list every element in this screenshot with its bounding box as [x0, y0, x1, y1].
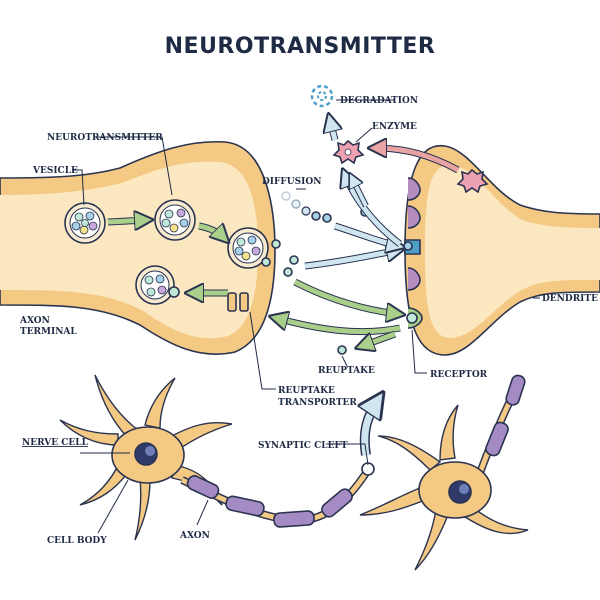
label-diffusion: DIFFUSION: [262, 177, 321, 187]
vesicle-fusing: [227, 227, 269, 269]
diagram-title: NEUROTRANSMITTER: [165, 34, 436, 59]
vesicle-transport-arrows: [107, 220, 228, 293]
enzyme-free: [456, 168, 489, 194]
nerve-cell-right: [359, 374, 529, 571]
receptors: [403, 177, 423, 329]
degradation-arrows: [330, 120, 460, 247]
label-enzyme: ENZYME: [372, 122, 417, 132]
dendrite: [404, 144, 600, 356]
label-degradation: DEGRADATION: [340, 96, 418, 106]
axon-myelin: [180, 467, 372, 528]
label-neurotransmitter: NEUROTRANSMITTER: [47, 133, 163, 143]
label-reuptake: REUPTAKE: [318, 366, 375, 376]
label-synaptic-cleft: SYNAPTIC CLEFT: [258, 441, 348, 451]
label-reuptake-transporter-2: TRANSPORTER: [278, 398, 357, 408]
vesicle-recycled: [135, 265, 175, 305]
binding-arrows: [276, 222, 400, 346]
label-receptor: RECEPTOR: [430, 370, 488, 380]
enzyme: [332, 139, 365, 165]
synaptic-cleft-marker: [362, 400, 378, 476]
label-cell-body: CELL BODY: [47, 536, 107, 546]
label-axon-terminal-2: TERMINAL: [20, 327, 77, 337]
label-axon-terminal-1: AXON: [19, 316, 50, 326]
label-nerve-cell: NERVE CELL: [22, 438, 89, 448]
nerve-cell-left: [59, 374, 233, 541]
label-axon: AXON: [179, 531, 210, 541]
label-vesicle: VESICLE: [32, 166, 78, 176]
label-reuptake-transporter-1: REUPTAKE: [278, 386, 335, 396]
transmitter-particle: [168, 286, 180, 298]
vesicle-2: [154, 199, 196, 241]
vesicle-1: [64, 202, 106, 244]
label-dendrite: DENDRITE: [542, 294, 598, 304]
reuptake-transporter: [227, 292, 249, 312]
leader-lines: [72, 99, 540, 534]
degraded-fragments: [310, 84, 334, 108]
